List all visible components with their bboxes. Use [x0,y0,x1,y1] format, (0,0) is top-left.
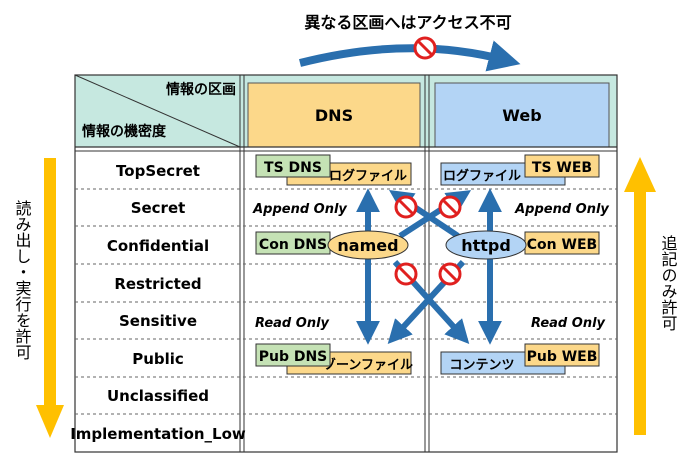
dns-pub-label: Pub DNS [259,349,328,365]
level-label: Restricted [114,275,201,293]
web-pub-box [524,343,600,367]
compartment-header-label: 情報の区画 [166,81,236,98]
dns-append-only: Append Only [252,202,347,217]
level-label: Unclassified [107,387,209,405]
no-entry-icon [394,195,418,219]
web-pub-label: Pub WEB [527,349,598,365]
web-column-header-bg [434,82,610,148]
web-ts-label: TS WEB [532,160,592,176]
level-label: Public [132,350,184,368]
dns-read-only: Read Only [255,316,330,331]
web-ts-box [524,154,600,178]
level-label: TopSecret [116,162,200,180]
top-no-access-label: 異なる区画へはアクセス不可 [304,13,511,32]
web-append-only: Append Only [514,202,609,217]
level-label: Implementation_Low [70,425,246,443]
dns-log-label: ログファイル [329,168,407,184]
level-table [74,74,618,453]
dns-pub-box [255,343,331,367]
no-entry-icon [438,195,462,219]
level-label: Secret [131,199,186,217]
level-label: Confidential [107,237,209,255]
dns-ts-label: TS DNS [264,160,322,176]
web-column-header: Web [502,106,541,125]
left-down-arrow [36,158,64,438]
web-read-only: Read Only [531,316,606,331]
dns-ts-box [255,154,331,178]
top-curved-arrow [299,40,521,72]
dns-zone-label: ゾーンファイル [323,357,413,373]
right-up-arrow [624,157,656,435]
named-process-label: named [337,236,398,255]
web-log-label: ログファイル [443,168,521,184]
httpd-process [445,230,527,260]
top-no-entry-icon [413,36,437,60]
no-entry-icon [394,262,418,286]
httpd-process-label: httpd [461,236,511,255]
dns-column-header: DNS [315,106,353,125]
web-content-label: コンテンツ [449,358,514,373]
named-process [327,230,409,260]
right-append-label: 追記のみ許可 [659,235,678,331]
level-labels: TopSecret Secret Confidential Restricted… [70,162,246,443]
left-read-exec-label: 読み出し・実行を許可 [13,200,32,360]
level-label: Sensitive [119,312,197,330]
no-entry-icon [438,262,462,286]
dns-con-label: Con DNS [259,237,327,253]
web-con-label: Con WEB [527,237,597,253]
sensitivity-header-label: 情報の機密度 [82,123,167,140]
